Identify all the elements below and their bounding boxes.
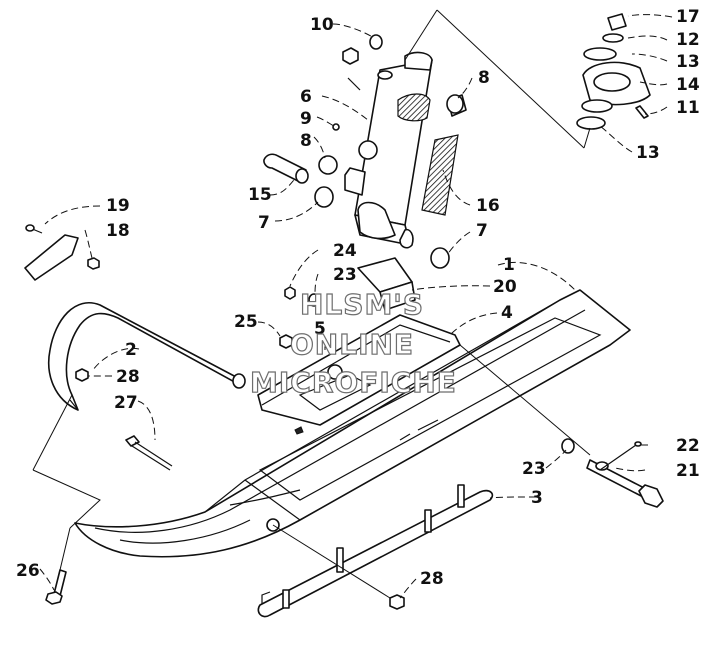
callout-3: 3 [531, 488, 543, 508]
callout-23-upper: 23 [333, 265, 357, 285]
callout-23-lower: 23 [522, 459, 546, 479]
bolt-21 [586, 459, 664, 508]
bolt-27 [125, 435, 173, 471]
callout-18: 18 [106, 221, 130, 241]
shaft-15 [263, 153, 309, 184]
callout-26: 26 [16, 561, 40, 581]
callout-labels: 10 6 9 8 15 7 8 16 7 17 12 13 14 11 13 1… [16, 7, 700, 589]
watermark: HLSM'S ONLINE MICROFICHE [249, 287, 457, 399]
callout-5: 5 [314, 319, 326, 339]
ski-body [74, 289, 631, 558]
bushing-8-upper [446, 94, 467, 117]
bushing-spindle [358, 140, 378, 160]
cotter-pin-22 [599, 441, 642, 471]
callout-24: 24 [333, 241, 357, 261]
bushing-7-right [430, 247, 450, 269]
callout-20: 20 [493, 277, 517, 297]
callout-25: 25 [234, 312, 258, 332]
callout-12: 12 [676, 30, 700, 50]
callout-14: 14 [676, 75, 700, 95]
callout-27: 27 [114, 393, 138, 413]
clip-18-19 [24, 224, 100, 281]
nut-28-lower [389, 594, 405, 610]
callout-28-upper: 28 [116, 367, 140, 387]
bushing-7-left [314, 186, 334, 208]
washer-10 [369, 34, 383, 50]
callout-21: 21 [676, 461, 700, 481]
bolt-26 [45, 569, 67, 605]
callout-4: 4 [501, 303, 513, 323]
watermark-line-1: HLSM'S [300, 288, 424, 321]
callout-2: 2 [125, 340, 137, 360]
spindle-column [344, 51, 433, 249]
callout-19: 19 [106, 196, 130, 216]
callout-22: 22 [676, 436, 700, 456]
nut-10 [342, 47, 359, 65]
ski-loop-handle [48, 302, 246, 411]
wear-bar-3 [257, 484, 494, 618]
wear-strip-16 [421, 134, 459, 216]
washer-23-lower [561, 438, 575, 454]
reference-lines [32, 9, 591, 599]
callout-16: 16 [476, 196, 500, 216]
callout-9: 9 [300, 109, 312, 129]
watermark-line-2: ONLINE [290, 328, 414, 361]
nut-25 [279, 334, 293, 349]
washer-23-upper [308, 293, 320, 307]
nut-24 [284, 286, 296, 300]
bracket-20 [357, 257, 416, 311]
callout-13-lower: 13 [636, 143, 660, 163]
callout-15: 15 [248, 185, 272, 205]
callout-8-right: 8 [478, 68, 490, 88]
callout-8-left: 8 [300, 131, 312, 151]
callout-6: 6 [300, 87, 312, 107]
callout-11: 11 [676, 98, 700, 118]
callout-17: 17 [676, 7, 700, 27]
callout-7-left: 7 [258, 213, 270, 233]
callout-7-right: 7 [476, 221, 488, 241]
leader-lines [39, 14, 673, 599]
bushing-8-lower [318, 155, 338, 175]
watermark-line-3: MICROFICHE [250, 366, 457, 399]
steering-arm-14 [576, 13, 651, 130]
grease-fitting-9 [332, 123, 340, 131]
callout-1: 1 [503, 255, 515, 275]
callout-13-upper: 13 [676, 52, 700, 72]
callout-28-lower: 28 [420, 569, 444, 589]
nut-28-loop [75, 368, 89, 382]
callout-10: 10 [310, 15, 334, 35]
